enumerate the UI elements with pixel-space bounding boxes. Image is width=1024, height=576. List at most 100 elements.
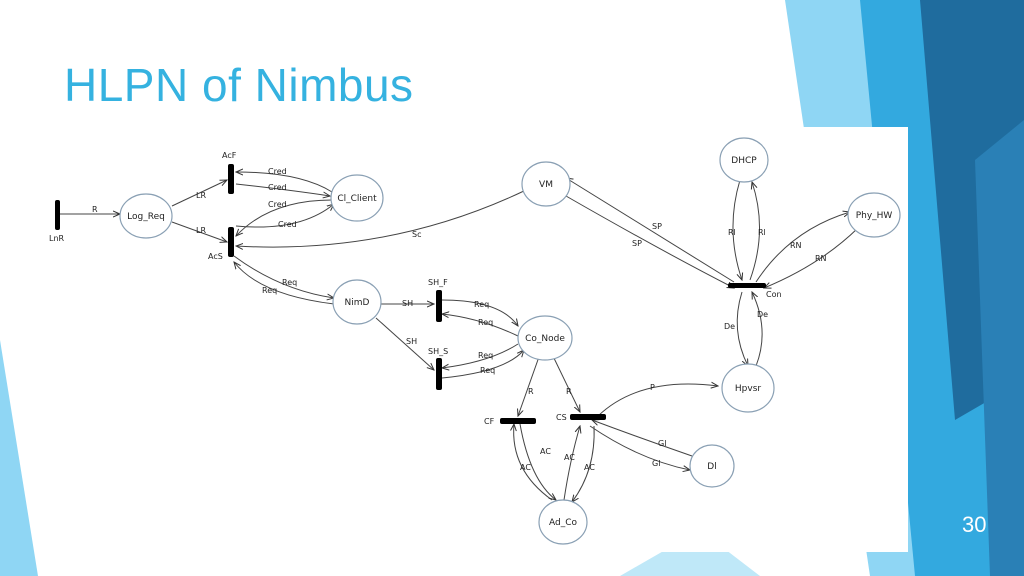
arc-phyhw-con xyxy=(764,227,859,288)
arc-label-p: P xyxy=(650,383,655,392)
arc-conode-shf xyxy=(442,314,519,337)
arc-label-r-1: R xyxy=(528,387,534,396)
label-ad-co: Ad_Co xyxy=(549,518,577,528)
diagram-panel xyxy=(40,127,908,552)
arc-client-acs xyxy=(236,199,333,236)
arc-vm-acs xyxy=(236,189,527,247)
arc-acs-nimd-1 xyxy=(233,255,334,298)
place-ad-co xyxy=(538,499,588,545)
arc-label-rl-1: Rl xyxy=(728,228,736,237)
arc-label-req-3: Req xyxy=(474,300,489,309)
label-acf: AcF xyxy=(222,151,237,160)
arc-label-sc: Sc xyxy=(412,230,421,239)
arc-label-req-4: Req xyxy=(478,318,493,327)
label-phy-hw: Phy_HW xyxy=(856,211,893,221)
arc-label-r-2: R xyxy=(566,387,572,396)
arc-label-gl-1: Gl xyxy=(658,439,666,448)
arc-adco-cs-1 xyxy=(563,426,580,501)
arc-logreq-acf xyxy=(171,180,227,207)
arc-label-de-2: De xyxy=(757,310,768,319)
arc-label-cred-2: Cred xyxy=(268,183,287,192)
label-lnr: LnR xyxy=(49,234,65,243)
arc-label-req-1: Req xyxy=(282,278,297,287)
arc-label-cred-1: Cred xyxy=(268,167,287,176)
place-vm xyxy=(521,161,571,207)
decor-shape-left-light xyxy=(0,340,38,576)
arc-label-sp-2: SP xyxy=(632,239,642,248)
arc-label-ac-1: AC xyxy=(540,447,551,456)
transition-acf xyxy=(228,164,234,194)
arc-label-sh-1: SH xyxy=(402,299,413,308)
arc-label-de-1: De xyxy=(724,322,735,331)
place-dl xyxy=(689,444,735,488)
place-dhcp xyxy=(719,137,769,183)
slide-title: HLPN of Nimbus xyxy=(64,59,414,111)
arc-con-hpvsr xyxy=(736,291,748,366)
place-co-node xyxy=(517,315,573,361)
label-cf: CF xyxy=(484,417,495,426)
arc-label-gl-2: Gl xyxy=(652,459,660,468)
arc-nimd-acs xyxy=(234,262,335,305)
arc-label-lr-1: LR xyxy=(196,191,206,200)
label-sh-s: SH_S xyxy=(428,347,448,356)
arc-nimd-shs xyxy=(375,317,434,370)
label-nimd: NimD xyxy=(345,298,370,308)
label-cs: CS xyxy=(556,413,567,422)
place-log-req xyxy=(119,193,173,239)
label-con: Con xyxy=(766,290,782,299)
arc-cf-adco xyxy=(519,423,556,500)
arc-label-sh-2: SH xyxy=(406,337,417,346)
label-acs: AcS xyxy=(208,252,223,261)
transition-lnr xyxy=(55,200,60,230)
transition-acs xyxy=(228,227,234,257)
arc-cs-dl xyxy=(589,425,690,470)
label-log-req: Log_Req xyxy=(127,212,165,222)
arc-shf-conode xyxy=(441,299,518,326)
arc-label-rn-1: RN xyxy=(790,241,802,250)
arc-label-ac-4: AC xyxy=(584,463,595,472)
arc-acs-client xyxy=(235,204,334,228)
arc-con-vm xyxy=(566,178,735,283)
arc-label-rn-2: RN xyxy=(815,254,827,263)
arc-conode-shs xyxy=(442,343,519,368)
arc-con-phyhw xyxy=(755,212,850,283)
transition-sh-f xyxy=(436,290,442,322)
decor-shape-bottom xyxy=(620,530,760,576)
label-cl-client: Cl_Client xyxy=(337,194,377,204)
label-dl: Dl xyxy=(707,462,716,472)
place-phy-hw xyxy=(847,192,901,238)
label-co-node: Co_Node xyxy=(525,334,565,344)
arc-label-req-2: Req xyxy=(262,286,277,295)
arc-con-dhcp xyxy=(749,182,761,281)
label-sh-f: SH_F xyxy=(428,278,448,287)
page-number: 30 xyxy=(962,512,987,537)
decor-shape-right-deep xyxy=(975,120,1024,576)
arc-logreq-acs xyxy=(171,221,227,242)
transition-cs xyxy=(570,414,606,420)
arc-label-req-6: Req xyxy=(480,366,495,375)
arc-label-rl-2: Rl xyxy=(758,228,766,237)
arc-conode-cs xyxy=(551,353,580,412)
arc-dhcp-con xyxy=(732,179,742,280)
label-dhcp: DHCP xyxy=(731,156,757,166)
arc-client-acf-1 xyxy=(236,172,333,193)
arc-label-ac-3: AC xyxy=(564,453,575,462)
label-vm: VM xyxy=(539,180,553,190)
arc-label-cred-4: Cred xyxy=(278,220,297,229)
arc-dl-cs-1 xyxy=(592,420,693,457)
arc-adco-cf-1 xyxy=(514,424,553,501)
place-nimd xyxy=(332,279,382,325)
arc-cs-hpvsr xyxy=(597,384,718,417)
arc-label-req-5: Req xyxy=(478,351,493,360)
arc-hpvsr-con xyxy=(752,292,763,367)
arc-label-lr-2: LR xyxy=(196,226,206,235)
place-cl-client xyxy=(330,174,384,222)
transition-sh-s xyxy=(436,358,442,390)
arc-cs-adco xyxy=(572,425,595,502)
arc-label-ac-2: AC xyxy=(520,463,531,472)
label-hpvsr: Hpvsr xyxy=(735,384,761,394)
arc-label-r-lnr: R xyxy=(92,205,98,214)
arc-conode-cf xyxy=(518,353,541,416)
arc-vm-con xyxy=(565,195,734,288)
